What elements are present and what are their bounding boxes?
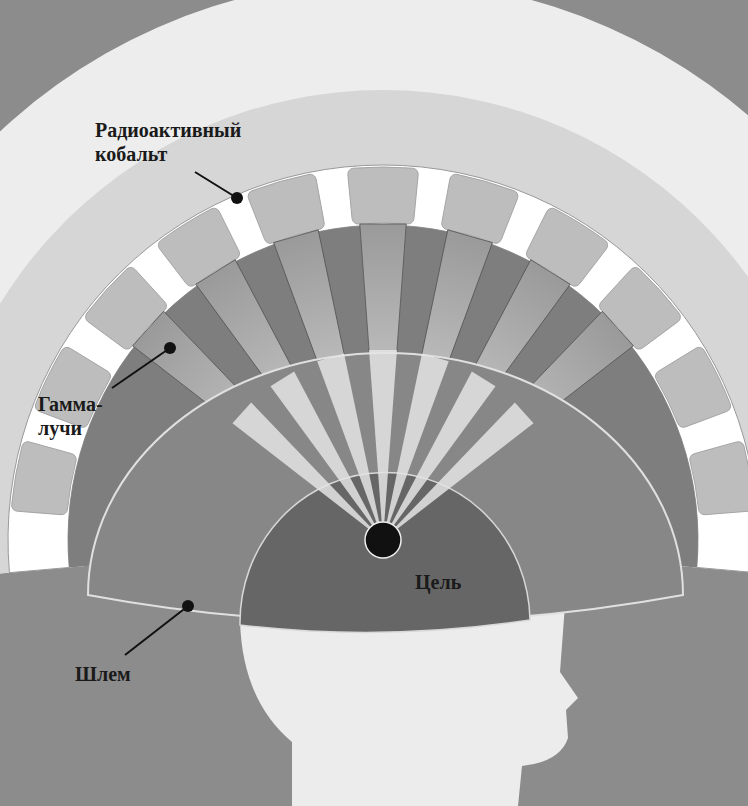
leader-dot [231,192,243,204]
cobalt-source [348,167,418,224]
part-label: Радиоактивный кобальт [95,118,255,166]
cobalt-source [690,442,748,515]
gamma-ray [374,402,534,550]
leader-dot [164,342,176,354]
leader-dot [182,600,194,612]
part-label: Шлем [75,662,131,686]
target-point [365,522,401,558]
leader-line [112,348,170,388]
cobalt-source [12,442,77,515]
part-label: Гамма-лучи [38,392,118,440]
leader-line [125,606,188,655]
target-label: Цель [415,570,461,594]
leader-line [195,172,237,198]
head-silhouette [240,605,578,806]
